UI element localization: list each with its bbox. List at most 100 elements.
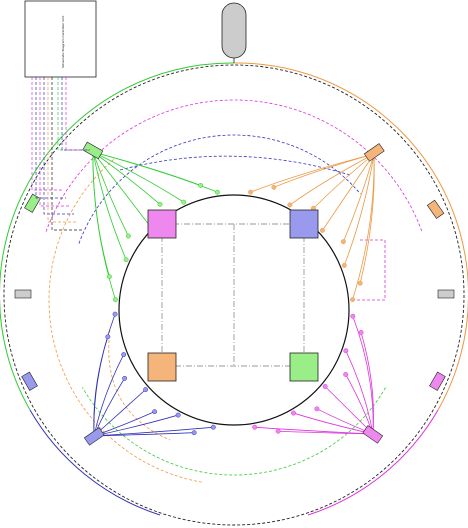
cable — [57, 77, 90, 151]
fan-line-orange — [289, 153, 375, 206]
loop-orange — [233, 62, 468, 411]
fan-line-orange — [343, 153, 375, 242]
node-blue — [122, 375, 128, 381]
node-magenta — [322, 384, 328, 389]
node-orange — [248, 189, 254, 195]
inner-circle — [118, 194, 350, 426]
fan-line-green — [92, 151, 110, 277]
fan-line-orange — [352, 153, 375, 300]
loop-layer — [0, 62, 468, 516]
fan-line-blue — [93, 336, 109, 437]
node-magenta — [252, 424, 258, 430]
device-right-upper[interactable] — [426, 199, 445, 219]
device-left-upper[interactable] — [24, 193, 41, 213]
cable — [35, 77, 66, 199]
node-magenta — [314, 406, 320, 412]
fan-line-green — [92, 151, 116, 300]
ring-guide-top — [119, 155, 351, 176]
hub-bottom-right[interactable] — [362, 425, 384, 444]
fan-line-orange — [343, 153, 375, 266]
node-magenta — [275, 428, 281, 434]
cable — [65, 77, 90, 151]
hub-top-left[interactable] — [82, 141, 104, 160]
node-green — [214, 189, 220, 195]
fan-line-green — [92, 151, 218, 193]
node-orange — [319, 227, 325, 233]
node-blue — [121, 352, 127, 358]
controller-box[interactable] — [24, 0, 97, 78]
node-green — [123, 257, 129, 263]
fan-line-magenta — [352, 316, 374, 435]
fan-line-magenta — [324, 386, 374, 435]
node-orange — [271, 184, 277, 190]
cable — [51, 77, 82, 231]
cable — [43, 77, 74, 215]
node-orange — [341, 262, 347, 268]
side-box-right[interactable] — [437, 289, 455, 299]
outer-boundary-circle — [3, 64, 465, 526]
node-green — [125, 233, 131, 239]
hub-top-right[interactable] — [363, 143, 385, 162]
fan-line-blue — [93, 432, 195, 437]
node-blue — [175, 412, 181, 418]
fan-line-magenta — [293, 412, 374, 435]
fan-line-green — [92, 151, 151, 227]
center-box-top-left[interactable] — [147, 209, 177, 239]
fan-line-orange — [322, 153, 375, 231]
fan-line-green — [92, 151, 127, 260]
fan-line-green — [92, 151, 184, 203]
node-magenta — [350, 313, 356, 319]
node-green — [157, 201, 163, 207]
fan-line-orange — [313, 153, 375, 209]
ring-guide-right — [350, 239, 386, 301]
node-orange — [350, 297, 355, 303]
center-box-bottom-left[interactable] — [147, 352, 177, 382]
node-blue — [210, 424, 216, 430]
loop-magenta — [307, 409, 439, 516]
fan-line-orange — [273, 153, 375, 188]
controller-cables — [31, 77, 90, 231]
ring-orange — [48, 157, 202, 483]
fan-line-green — [92, 151, 161, 205]
center-box-bottom-right[interactable] — [289, 352, 319, 382]
cable — [39, 77, 70, 207]
fan-line-magenta — [254, 426, 374, 435]
controller-label: Schematic Diagram Controller Unit — [61, 15, 65, 68]
node-magenta — [291, 410, 296, 416]
node-blue — [105, 334, 111, 340]
cable — [47, 77, 78, 223]
ring-guide-left — [108, 329, 171, 441]
fan-line-green — [92, 151, 129, 237]
ring-green — [82, 387, 386, 476]
node-magenta — [343, 372, 349, 377]
node-green — [113, 297, 118, 303]
device-left-lower[interactable] — [21, 371, 38, 391]
node-orange — [357, 280, 363, 286]
device-right-lower[interactable] — [429, 371, 446, 391]
node-blue — [143, 387, 149, 393]
fan-line-blue — [93, 354, 125, 437]
ring-blue — [78, 134, 361, 244]
center-grid-square — [161, 223, 305, 367]
loop-green — [0, 62, 235, 411]
node-green — [181, 199, 187, 205]
node-blue — [191, 430, 197, 436]
fan-line-blue — [93, 426, 214, 437]
side-box-left[interactable] — [14, 289, 32, 299]
hub-bottom-left[interactable] — [83, 427, 105, 446]
node-blue — [112, 311, 118, 317]
cable — [31, 77, 62, 191]
node-magenta — [343, 348, 349, 354]
loop-blue — [29, 409, 161, 516]
center-box-top-right[interactable] — [289, 209, 319, 239]
node-blue — [152, 409, 158, 415]
node-green — [106, 274, 112, 280]
fan-line-magenta — [345, 350, 374, 435]
node-layer — [105, 182, 364, 436]
node-green — [198, 182, 204, 188]
node-orange — [287, 202, 293, 208]
expansion-tank[interactable] — [221, 2, 247, 59]
fan-line-magenta — [278, 430, 374, 435]
fan-line-blue — [93, 389, 146, 437]
